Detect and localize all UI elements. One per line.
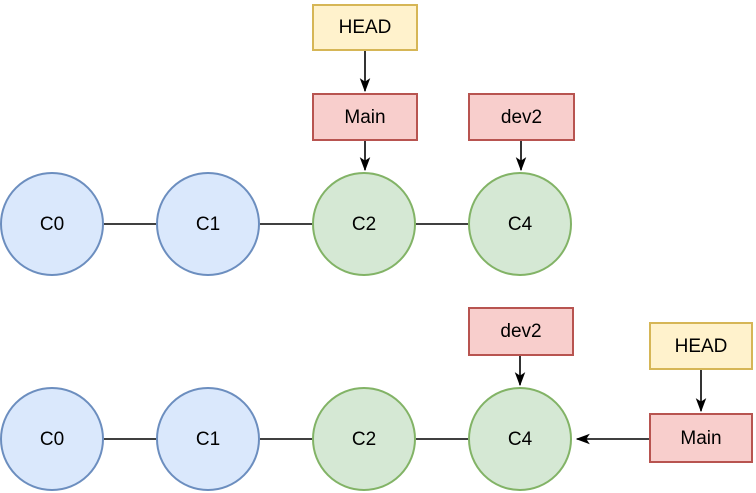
top-head-pointer-box: HEAD <box>312 4 418 51</box>
dev2-label: dev2 <box>500 321 542 342</box>
bottom-commit-c4: C4 <box>468 387 572 491</box>
top-commit-c4: C4 <box>468 172 572 276</box>
c4-label: C4 <box>507 213 533 235</box>
top-commit-c1: C1 <box>156 172 260 276</box>
head-label: HEAD <box>338 17 392 38</box>
c4-label: C4 <box>507 428 533 450</box>
head-label: HEAD <box>674 335 728 357</box>
main-label: Main <box>344 106 386 128</box>
top-commit-c2: C2 <box>312 172 416 276</box>
bottom-commit-c2: C2 <box>312 387 416 491</box>
c1-label: C1 <box>195 213 221 235</box>
bottom-commit-c0: C0 <box>0 387 104 491</box>
c0-label: C0 <box>39 428 65 450</box>
top-main-pointer-box: Main <box>312 93 418 141</box>
c1-label: C1 <box>195 428 221 450</box>
bottom-commit-c1: C1 <box>156 387 260 491</box>
bottom-head-pointer-box: HEAD <box>649 322 753 370</box>
c2-label: C2 <box>351 213 377 235</box>
bottom-main-pointer-box: Main <box>649 413 753 463</box>
top-commit-c0: C0 <box>0 172 104 276</box>
bottom-dev2-pointer-box: dev2 <box>468 307 574 356</box>
c2-label: C2 <box>351 428 377 450</box>
c0-label: C0 <box>39 213 65 235</box>
dev2-label: dev2 <box>500 106 543 128</box>
top-dev2-pointer-box: dev2 <box>468 93 575 141</box>
main-label: Main <box>680 427 722 449</box>
